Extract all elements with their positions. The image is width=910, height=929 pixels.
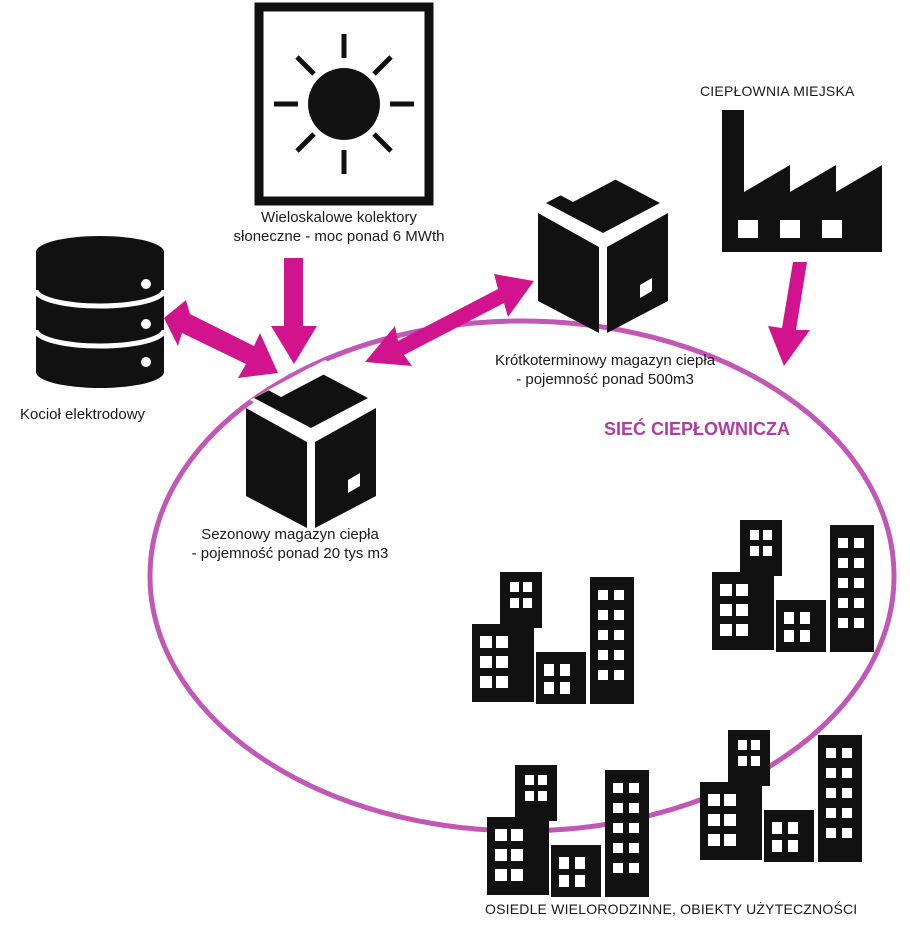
- buildings-icon: [712, 520, 874, 652]
- box-icon: [246, 360, 376, 528]
- short-term-storage-arrow: [365, 274, 534, 366]
- plant-to-network-arrow: [768, 262, 810, 366]
- solar-label-line2: słoneczne - moc ponad 6 MWth: [233, 228, 445, 245]
- box-icon: [538, 165, 668, 333]
- short-term-storage-label: Krótkoterminowy magazyn ciepła - pojemno…: [455, 351, 755, 389]
- heating-network-label: SIEĆ CIEPŁOWNICZA: [604, 419, 791, 439]
- housing-estate-label: OSIEDLE WIELORODZINNE, OBIEKTY UŻYTECZNO…: [485, 901, 858, 917]
- solar-to-storage-arrow: [271, 258, 317, 364]
- seasonal-label-line2: - pojemność ponad 20 tys m3: [191, 545, 389, 562]
- boiler-storage-arrow: [164, 300, 278, 378]
- electrode-boiler-label: Kocioł elektrodowy: [20, 406, 146, 423]
- short-term-label-line1: Krótkoterminowy magazyn ciepła: [494, 352, 716, 369]
- heating-plant-label: CIEPŁOWNIA MIEJSKA: [700, 83, 855, 99]
- buildings-icon: [472, 572, 634, 704]
- factory-icon: [722, 110, 882, 252]
- sun-icon: [254, 2, 434, 206]
- seasonal-storage-label: Sezonowy magazyn ciepła - pojemność pona…: [150, 525, 430, 563]
- buildings-icon: [700, 730, 862, 862]
- database-icon: [33, 236, 167, 388]
- seasonal-label-line1: Sezonowy magazyn ciepła: [201, 526, 379, 543]
- short-term-label-line2: - pojemność ponad 500m3: [516, 371, 694, 388]
- flow-arrows: [164, 258, 810, 378]
- solar-label-line1: Wieloskalowe kolektory: [261, 209, 417, 226]
- solar-collectors-label: Wieloskalowe kolektory słoneczne - moc p…: [214, 208, 464, 246]
